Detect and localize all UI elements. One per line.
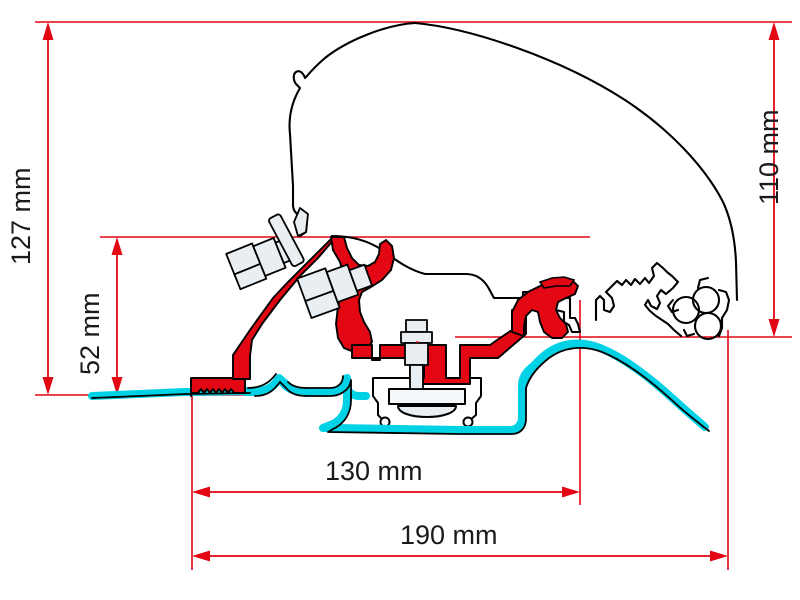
mounting-plate-assembly — [372, 377, 482, 429]
dimension-label-130mm: 130 mm — [325, 456, 423, 486]
dimension-127mm — [42, 22, 54, 395]
dimension-52mm — [111, 237, 123, 395]
dimension-witness-lines — [35, 21, 792, 570]
arrow-52-top — [111, 237, 123, 255]
seal-outline — [91, 347, 710, 435]
dimension-label-190mm: 190 mm — [400, 520, 498, 550]
arrow-130-right — [562, 486, 580, 498]
cyan-sealing-strip-lower — [242, 339, 709, 434]
bolt-shank — [409, 364, 424, 390]
arrow-52-bottom — [111, 377, 123, 395]
bolt-washer — [400, 331, 433, 344]
dimension-label-110mm: 110 mm — [754, 109, 784, 205]
dimension-190mm — [192, 550, 728, 562]
dimension-130mm — [192, 486, 580, 498]
arrow-190-left — [192, 550, 210, 562]
dimension-110mm — [768, 22, 780, 337]
awning-rail-extrusion — [594, 261, 731, 341]
arrow-110-bottom — [768, 319, 780, 337]
bolt-nut — [404, 342, 429, 366]
dimension-label-127mm: 127 mm — [6, 167, 36, 265]
arrow-127-bottom — [42, 377, 54, 395]
arrow-110-top — [768, 22, 780, 40]
dimension-label-52mm: 52 mm — [75, 292, 105, 375]
bolt-head-top — [405, 319, 428, 333]
bolt-and-nut-assembly — [225, 207, 433, 390]
arrow-190-right — [710, 550, 728, 562]
arrow-127-top — [42, 22, 54, 40]
arrow-130-left — [192, 486, 210, 498]
